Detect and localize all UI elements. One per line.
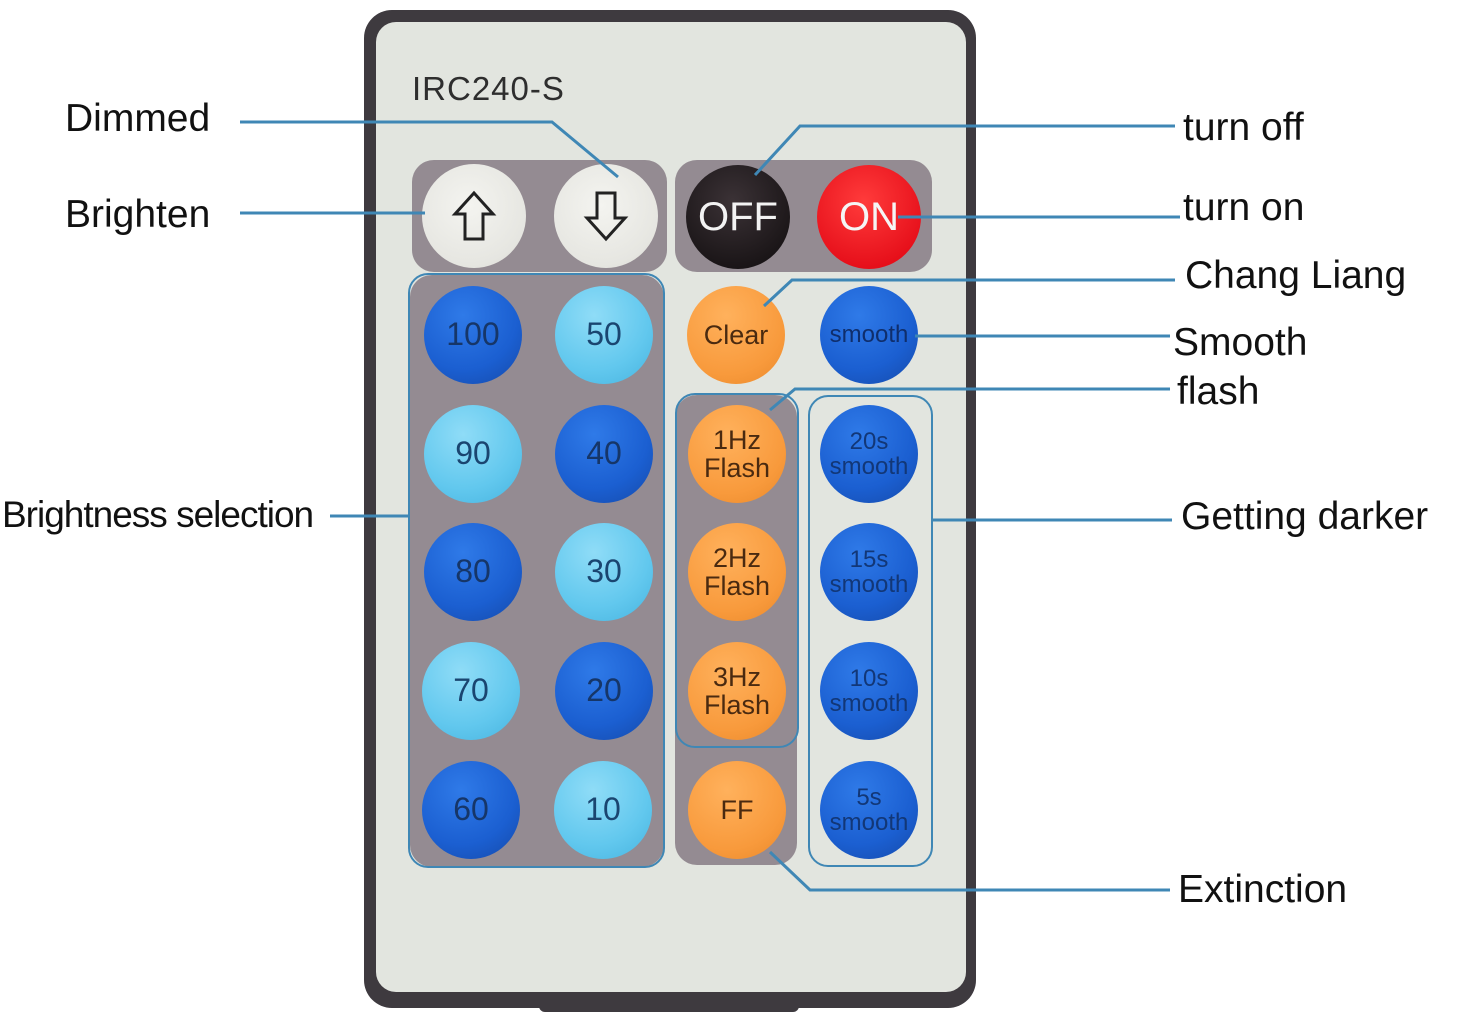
callout-extinction: Extinction: [1178, 868, 1348, 911]
button-label-line2: smooth: [829, 809, 909, 836]
button-label: Clear: [703, 319, 769, 350]
button-label: 30: [586, 553, 622, 590]
flash-3hz-button[interactable]: 3Hz Flash: [688, 642, 786, 740]
flash-2hz-button[interactable]: 2Hz Flash: [688, 523, 786, 621]
button-label-line1: 15s: [849, 545, 889, 573]
brightness-40-button[interactable]: 40: [555, 405, 653, 503]
arrow-up-icon: [451, 190, 497, 241]
button-label: 50: [586, 316, 622, 353]
button-label-line1: 1Hz: [712, 424, 761, 455]
button-label-line1: 2Hz: [712, 542, 761, 573]
fade-10s-button[interactable]: 10s smooth: [820, 642, 918, 740]
arrow-down-icon: [583, 191, 629, 242]
callout-brighten: Brighten: [65, 193, 211, 236]
button-label: 70: [453, 672, 489, 709]
on-button[interactable]: ON: [817, 165, 921, 269]
brightness-90-button[interactable]: 90: [424, 405, 522, 503]
fade-20s-button[interactable]: 20s smooth: [820, 405, 918, 503]
button-label-line1: 10s: [849, 664, 889, 692]
brightness-60-button[interactable]: 60: [422, 761, 520, 859]
flash-outline: [675, 393, 799, 748]
button-label-line2: smooth: [829, 690, 909, 717]
button-label-line1: 20s: [849, 427, 889, 455]
brightness-70-button[interactable]: 70: [422, 642, 520, 740]
ff-button[interactable]: FF: [688, 761, 786, 859]
brightness-outline: [408, 273, 665, 868]
model-label: IRC240-S: [412, 70, 565, 107]
remote-foot: [539, 1002, 799, 1012]
off-label: OFF: [698, 195, 778, 239]
brightness-20-button[interactable]: 20: [555, 642, 653, 740]
button-label-line2: Flash: [703, 571, 771, 601]
brighten-button[interactable]: [422, 164, 526, 268]
button-label-line2: smooth: [829, 571, 909, 598]
brightness-30-button[interactable]: 30: [555, 523, 653, 621]
button-label-line1: 3Hz: [712, 661, 761, 692]
brightness-80-button[interactable]: 80: [424, 523, 522, 621]
brightness-50-button[interactable]: 50: [555, 286, 653, 384]
off-button[interactable]: OFF: [686, 165, 790, 269]
smooth-button[interactable]: smooth: [820, 286, 918, 384]
button-label: smooth: [829, 321, 909, 349]
callout-turn-on: turn on: [1183, 186, 1305, 229]
brightness-100-button[interactable]: 100: [424, 286, 522, 384]
button-label: 60: [453, 791, 489, 828]
callout-chang-liang: Chang Liang: [1185, 254, 1407, 297]
button-label-line1: 5s: [856, 783, 882, 811]
callout-dimmed: Dimmed: [65, 97, 211, 140]
callout-flash: flash: [1177, 370, 1260, 413]
clear-button[interactable]: Clear: [687, 286, 785, 384]
callout-smooth: Smooth: [1173, 321, 1308, 364]
callout-getting-darker: Getting darker: [1181, 495, 1429, 538]
button-label-line2: smooth: [829, 453, 909, 480]
button-label: 80: [455, 553, 491, 590]
dim-button[interactable]: [554, 164, 658, 268]
fade-5s-button[interactable]: 5s smooth: [820, 761, 918, 859]
button-label-line2: Flash: [703, 453, 771, 483]
button-label: 100: [446, 316, 500, 353]
fade-15s-button[interactable]: 15s smooth: [820, 523, 918, 621]
button-label: FF: [720, 794, 754, 825]
flash-1hz-button[interactable]: 1Hz Flash: [688, 405, 786, 503]
callout-turn-off: turn off: [1183, 106, 1304, 149]
button-label-line2: Flash: [703, 690, 771, 720]
brightness-10-button[interactable]: 10: [554, 761, 652, 859]
button-label: 40: [586, 435, 622, 472]
callout-brightness-selection: Brightness selection: [2, 494, 314, 535]
button-label: 20: [586, 672, 622, 709]
button-label: 90: [455, 435, 491, 472]
button-label: 10: [585, 791, 621, 828]
on-label: ON: [839, 195, 899, 239]
